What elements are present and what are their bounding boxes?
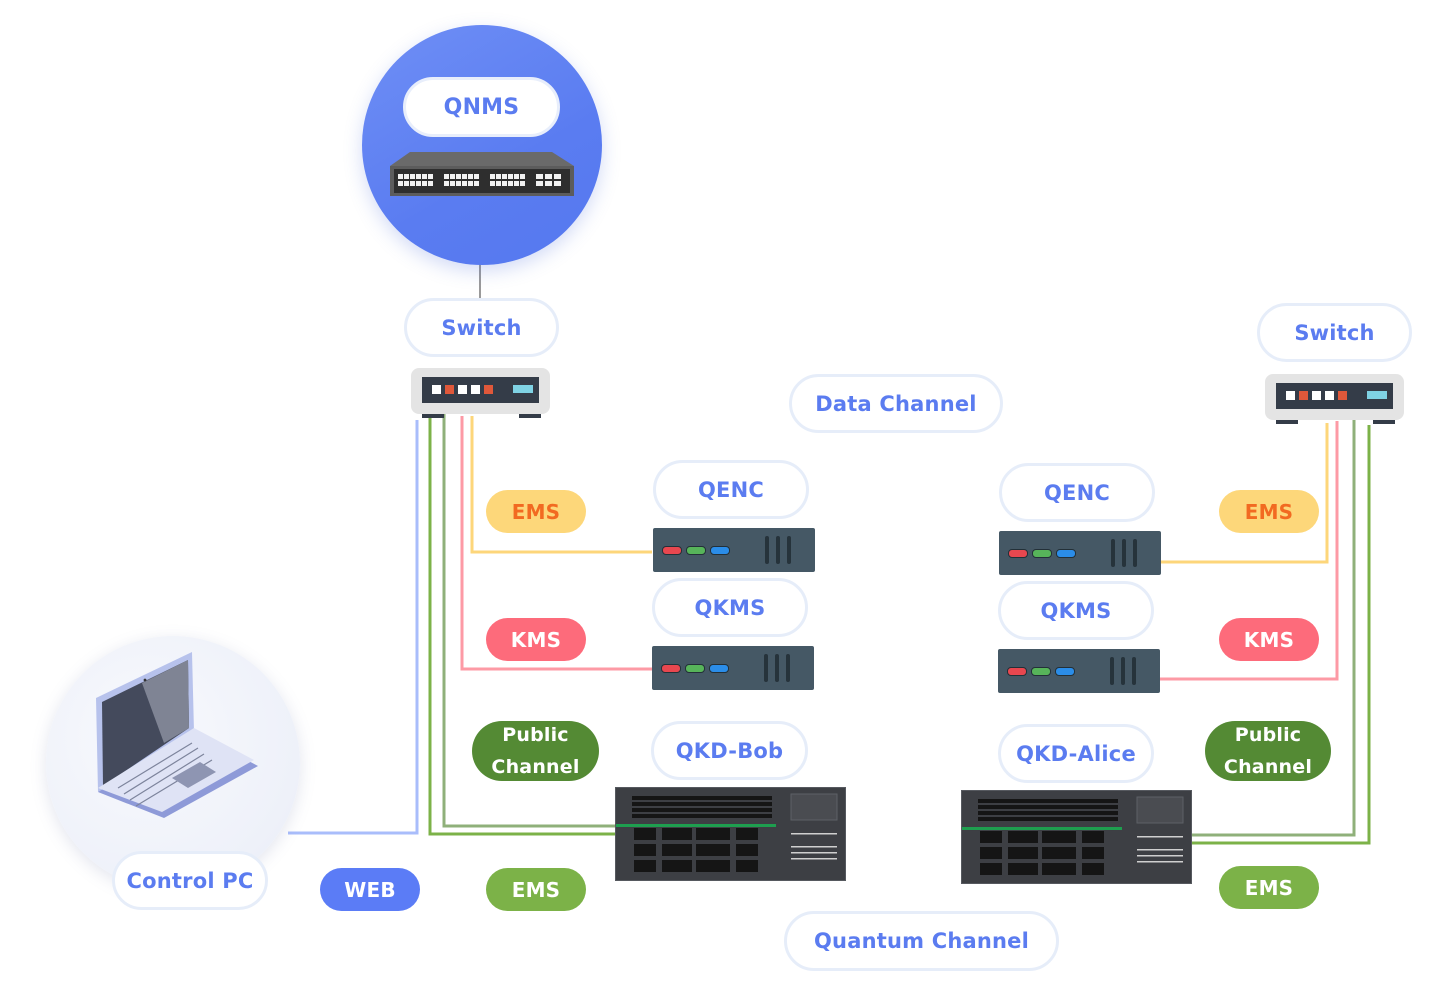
qkd-alice-device-icon[interactable]	[961, 790, 1192, 884]
quantum-link-bob	[616, 824, 776, 827]
qkd-bob-label: QKD-Bob	[651, 721, 808, 780]
qenc-alice-server-icon[interactable]	[999, 531, 1161, 575]
kms-tag-left: KMS	[486, 618, 586, 661]
wire-public-right	[1188, 418, 1356, 837]
wire-ems-yellow-right	[1160, 423, 1329, 564]
network-switch-icon	[390, 152, 574, 196]
data-channel-label: Data Channel	[789, 374, 1003, 433]
public-channel-tag-right: Public Channel	[1205, 721, 1331, 781]
qkms-alice-label: QKMS	[998, 581, 1154, 640]
switch-right-foot	[1373, 420, 1395, 424]
wire-kms-right	[1160, 421, 1339, 681]
quantum-link-alice	[962, 827, 1122, 830]
switch-right-icon[interactable]	[1265, 374, 1404, 420]
public-channel-line1: Public	[1234, 724, 1302, 746]
ems-green-tag-left: EMS	[486, 868, 586, 911]
switch-left-foot	[422, 414, 444, 418]
ems-tag-right: EMS	[1219, 490, 1319, 533]
public-channel-line2: Channel	[1223, 756, 1313, 778]
switch-right-label: Switch	[1257, 303, 1412, 362]
public-channel-line1: Public	[502, 724, 569, 746]
qkd-alice-label: QKD-Alice	[998, 724, 1154, 783]
ems-green-tag-right: EMS	[1219, 866, 1319, 909]
wire-kms-left	[460, 416, 652, 671]
qkd-bob-device-icon[interactable]	[615, 787, 846, 881]
kms-tag-right: KMS	[1219, 618, 1319, 661]
quantum-channel-label: Quantum Channel	[784, 911, 1059, 971]
qkms-alice-server-icon[interactable]	[998, 649, 1160, 693]
ems-tag-left: EMS	[486, 490, 586, 533]
laptop-icon	[96, 652, 258, 818]
switch-left-icon[interactable]	[411, 368, 550, 414]
control-pc-label: Control PC	[112, 851, 268, 910]
public-channel-tag-left: Public Channel	[472, 721, 599, 781]
wire-ems-yellow-left	[470, 416, 652, 554]
switch-right-foot	[1276, 420, 1298, 424]
qnms-label: QNMS	[403, 77, 560, 137]
switch-left-foot	[519, 414, 541, 418]
wire-public-left	[442, 413, 618, 828]
qkms-bob-server-icon[interactable]	[652, 646, 814, 690]
qnms-node[interactable]	[362, 25, 602, 265]
switch-left-label: Switch	[404, 298, 559, 357]
qkms-bob-label: QKMS	[652, 578, 808, 637]
wire-ems-green-right	[1192, 425, 1371, 845]
wire-web-left	[288, 420, 419, 835]
qenc-alice-label: QENC	[999, 463, 1155, 522]
public-channel-line2: Channel	[491, 756, 580, 778]
qenc-bob-server-icon[interactable]	[653, 528, 815, 572]
qenc-bob-label: QENC	[653, 460, 809, 519]
wire-ems-green-left	[428, 417, 618, 836]
web-tag: WEB	[320, 868, 420, 911]
